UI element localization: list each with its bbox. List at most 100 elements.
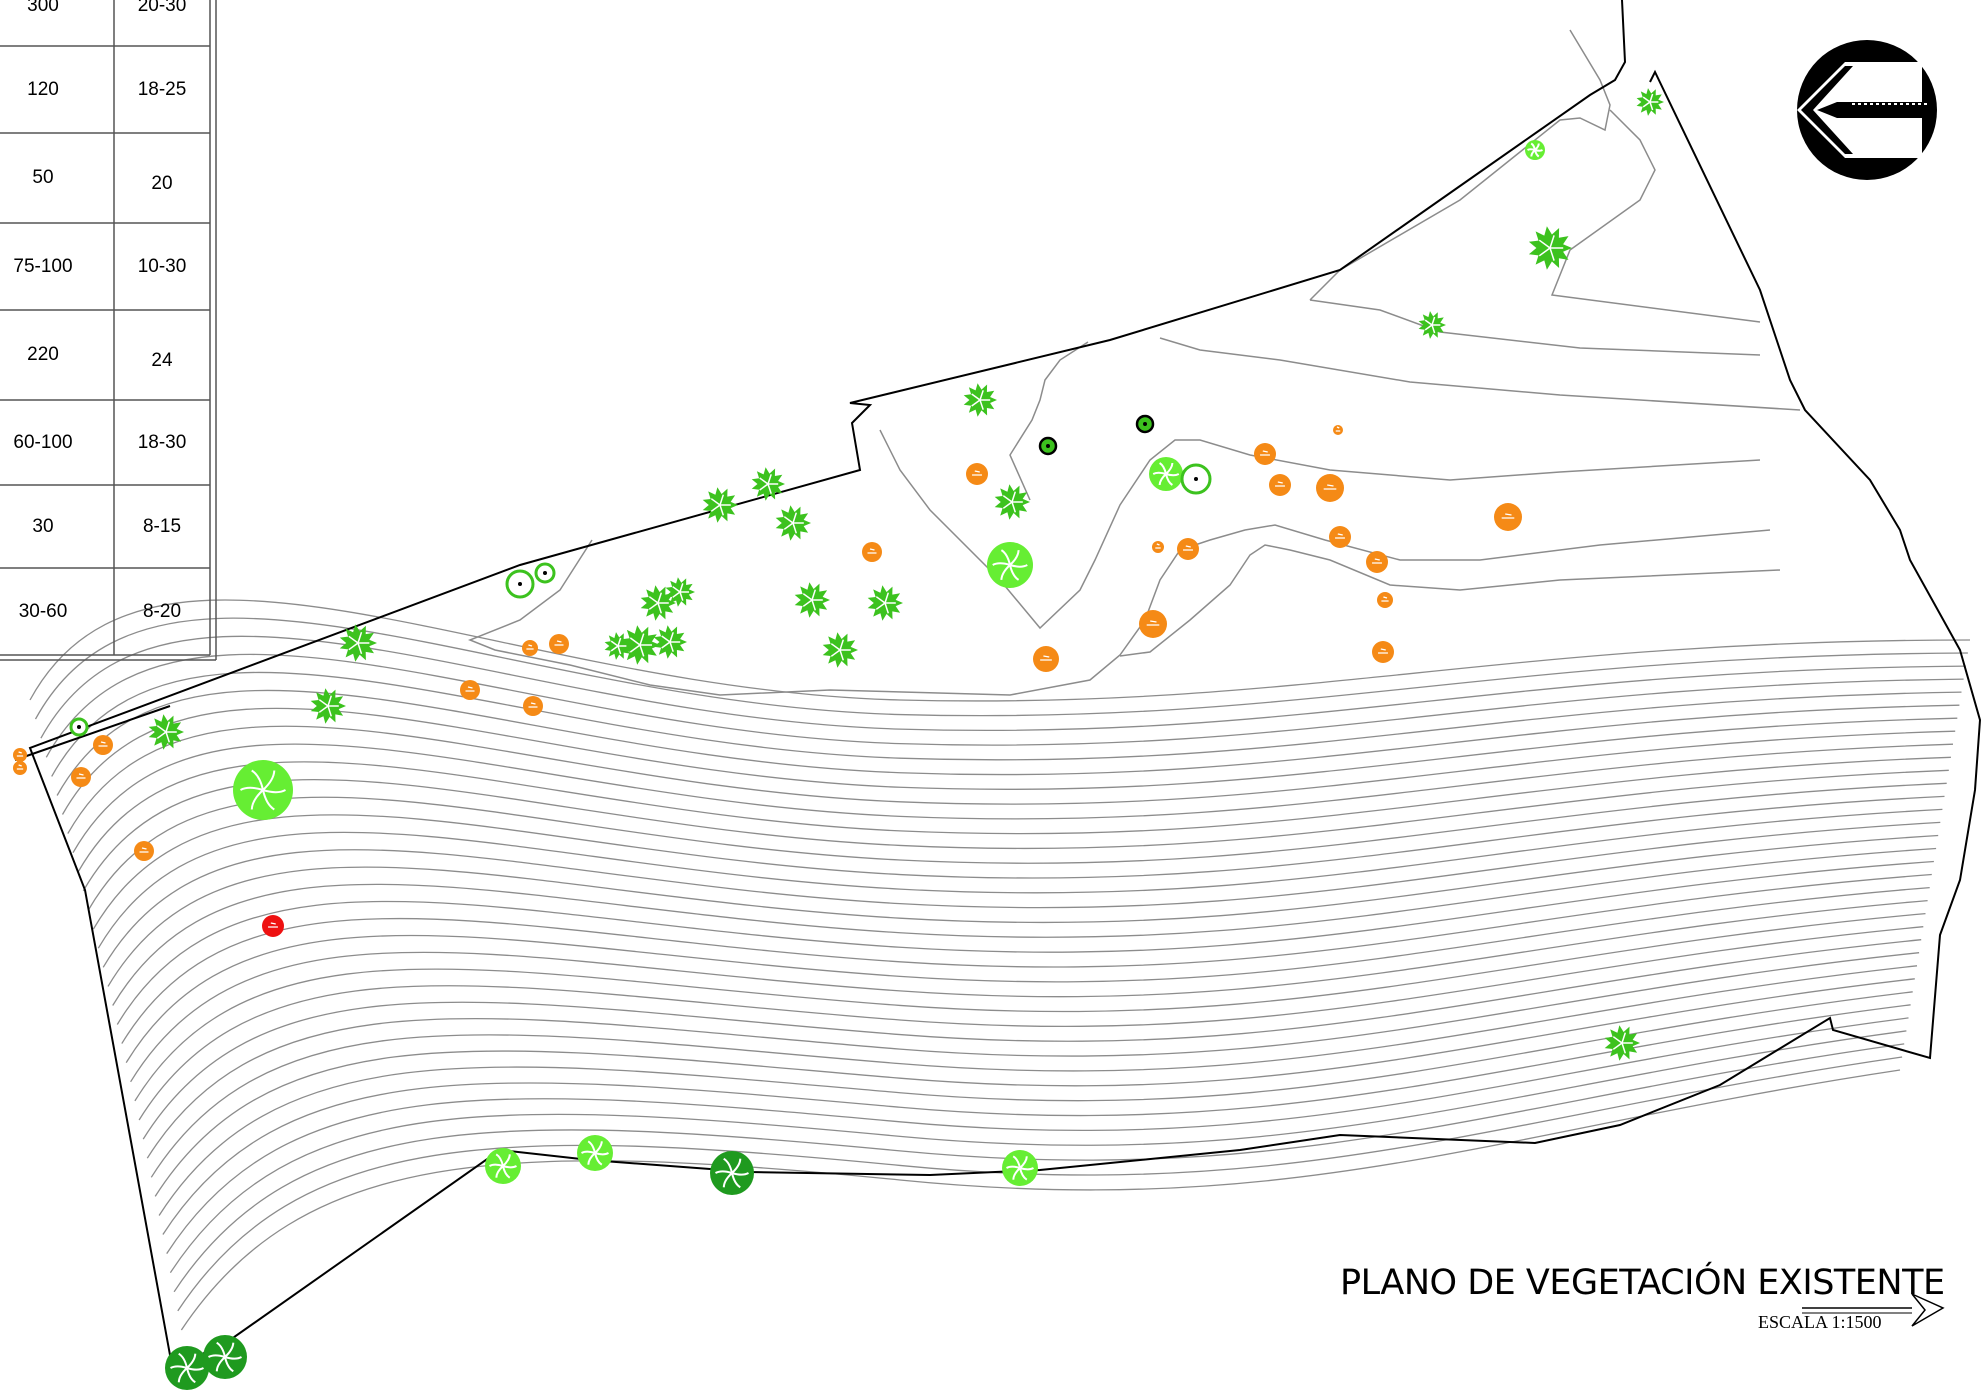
shrub-orange-mark — [139, 847, 149, 853]
tree-tuft-branch — [792, 512, 798, 524]
tree-round-dark-branch — [177, 1367, 188, 1383]
tree-tuft-branch — [156, 725, 167, 733]
path-line — [1159, 337, 1801, 411]
tree-tuft-branch — [672, 591, 681, 598]
tree-round-light — [233, 760, 293, 820]
tree-tuft — [1418, 311, 1446, 339]
contour-line — [130, 899, 1928, 1083]
north-arrow-circle — [1797, 40, 1937, 180]
table-cell-size: 220 — [27, 344, 59, 365]
tree-tuft-branch — [1621, 1032, 1627, 1044]
table-cell-height: 8-20 — [142, 600, 182, 622]
tree-tuft-branch — [802, 593, 813, 601]
tree-tuft — [1604, 1025, 1640, 1061]
tree-round-dark — [203, 1335, 247, 1379]
shrub-orange-body — [134, 841, 154, 861]
path-line — [467, 524, 1771, 696]
tree-tuft-branch — [357, 631, 363, 644]
shrub-orange-mark — [972, 470, 982, 476]
contour-line — [134, 912, 1926, 1102]
contour-line — [56, 689, 1960, 796]
tree-tuft-branch — [759, 477, 769, 485]
shrub-orange-body — [1177, 538, 1199, 560]
tree-tuft-branch — [884, 592, 890, 604]
tree-ring-center — [543, 571, 547, 575]
boundary-line — [28, 0, 1982, 1367]
table-cell-size: 75-100 — [13, 255, 73, 277]
tree-ring-dark — [1038, 436, 1058, 456]
shrub-orange-mark — [76, 773, 86, 779]
shrub-red-mark — [268, 922, 278, 928]
plan-scale: ESCALA 1:1500 — [1758, 1312, 1882, 1332]
tree-round-light-branch — [1012, 1155, 1021, 1169]
shrub-orange — [1333, 425, 1343, 435]
tree-tuft — [148, 714, 184, 750]
path-line — [1309, 299, 1761, 356]
shrub-orange — [460, 680, 480, 700]
tree-round-light-branch — [1009, 564, 1020, 581]
contour-line — [162, 1004, 1911, 1235]
shrub-orange-mark — [1040, 655, 1052, 661]
tree-tuft — [867, 585, 903, 621]
contour-line — [40, 635, 1966, 739]
tree-tuft-branch — [811, 599, 817, 611]
shrub-orange-body — [1139, 610, 1167, 638]
shrub-orange-body — [460, 680, 480, 700]
contour-line — [45, 653, 1964, 758]
tree-tuft-branch — [1612, 1042, 1623, 1050]
tree-round-light-branch — [1000, 549, 1011, 566]
shrub-orange — [522, 640, 538, 656]
tree-tuft-branch — [767, 474, 772, 485]
shrub-orange-mark — [1155, 543, 1161, 549]
shrub-orange-mark — [528, 702, 538, 708]
shrub-orange — [1316, 474, 1344, 502]
tree-round-light-branch — [1009, 550, 1020, 566]
tree-tuft-branch — [679, 591, 684, 601]
shrub-orange — [1139, 610, 1167, 638]
table-cell-height: 18-25 — [137, 78, 187, 100]
north-arrow-icon — [1797, 40, 1937, 180]
tree-tuft-branch — [1642, 96, 1651, 103]
shrub-orange — [1254, 443, 1276, 465]
contour-line — [112, 847, 1937, 1006]
shrub-orange — [13, 761, 27, 775]
shrub-orange-mark — [465, 686, 475, 692]
shrub-orange-body — [1316, 474, 1344, 502]
shrub-orange-mark — [1275, 481, 1285, 487]
tree-tuft-branch — [639, 644, 645, 657]
contour-line — [82, 769, 1949, 892]
tree-round-dark-branch — [224, 1356, 234, 1373]
shrub-orange-body — [1333, 425, 1343, 435]
tree-tuft — [1528, 226, 1572, 270]
tree-round-light-branch — [1534, 143, 1540, 151]
tree-ring-center — [1194, 477, 1198, 481]
tree-tuft — [794, 582, 830, 618]
tree-round-light-branch — [1019, 1167, 1034, 1171]
tree-ring-center — [518, 582, 522, 586]
tree-round-dark-branch — [722, 1172, 733, 1188]
tree-tuft-branch — [875, 596, 886, 604]
shrub-orange — [1377, 592, 1393, 608]
tree-tuft-branch — [1011, 491, 1017, 503]
tree-tuft-branch — [1002, 495, 1013, 503]
tree-tuft-branch — [1549, 235, 1555, 249]
shrub-orange-mark — [526, 644, 534, 650]
tree-tuft-branch — [710, 498, 721, 506]
tree-tuft-branch — [830, 643, 841, 651]
tree-tuft-branch — [979, 399, 984, 410]
tree-tuft-branch — [629, 637, 641, 646]
contour-line — [177, 1056, 1903, 1312]
path-line — [1009, 341, 1089, 501]
shrub-orange-body — [1372, 641, 1394, 663]
shrub-orange-body — [1152, 541, 1164, 553]
shrub-orange-body — [71, 767, 91, 787]
tree-round-light-branch — [262, 770, 276, 791]
tree-tuft-branch — [971, 393, 981, 401]
tree-round-light-branch — [262, 789, 275, 811]
tree-round-dark — [710, 1151, 754, 1195]
shrub-orange — [1033, 646, 1059, 672]
tree-tuft-branch — [348, 635, 359, 644]
contour-line — [107, 834, 1939, 987]
tree-ring-dark-center — [1143, 422, 1147, 426]
